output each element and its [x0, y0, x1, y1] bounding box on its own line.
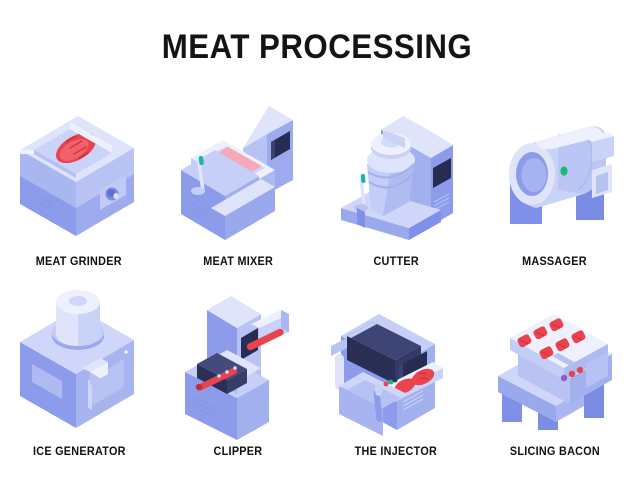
- machine-label: SLICING BACON: [509, 446, 600, 458]
- machine-row-1: MEAT GRINDER: [0, 88, 634, 268]
- machine-grid: MEAT GRINDER: [0, 88, 634, 458]
- machine-label: MEAT MIXER: [202, 256, 273, 268]
- machine-card-massager[interactable]: MASSAGER: [476, 88, 634, 268]
- ice-generator-icon: [20, 290, 135, 428]
- machine-card-cutter[interactable]: CUTTER: [317, 88, 476, 268]
- machine-label: ICE GENERATOR: [32, 446, 126, 458]
- cutter-icon: [341, 116, 454, 240]
- meat-mixer-icon: [180, 106, 293, 240]
- meat-grinder-icon: [20, 116, 135, 236]
- machine-card-clipper[interactable]: CLIPPER: [159, 268, 318, 458]
- machine-row-2: ICE GENERATOR: [0, 268, 634, 458]
- machine-label: CLIPPER: [213, 446, 263, 458]
- machine-card-injector[interactable]: THE INJECTOR: [317, 268, 476, 458]
- machine-card-meat-grinder[interactable]: MEAT GRINDER: [0, 88, 159, 268]
- machine-card-slicing-bacon[interactable]: SLICING BACON: [476, 268, 634, 458]
- injector-icon: [331, 314, 444, 436]
- clipper-icon: [184, 296, 289, 440]
- machine-label: THE INJECTOR: [355, 446, 438, 458]
- page-title: MEAT PROCESSING: [161, 28, 473, 66]
- machine-label: MASSAGER: [522, 256, 588, 268]
- machine-label: CUTTER: [373, 256, 420, 268]
- machine-card-meat-mixer[interactable]: MEAT MIXER: [159, 88, 318, 268]
- machine-card-ice-generator[interactable]: ICE GENERATOR: [0, 268, 159, 458]
- machine-label: MEAT GRINDER: [36, 256, 123, 268]
- massager-icon: [508, 126, 614, 224]
- slicing-bacon-icon: [497, 314, 612, 430]
